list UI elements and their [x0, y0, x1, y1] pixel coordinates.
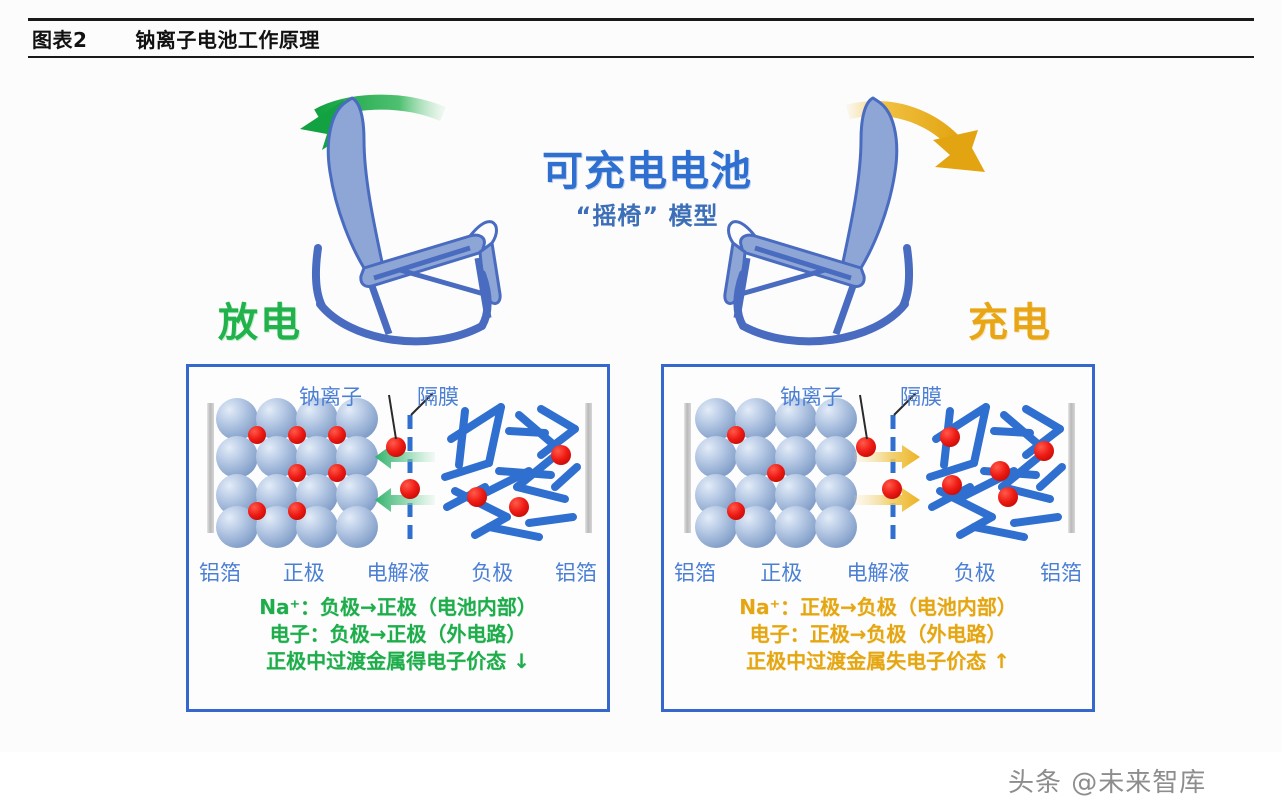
- foil-right-icon: [1068, 403, 1075, 533]
- mode-label-charge: 充电: [968, 300, 1052, 346]
- component-label-anode: 负极: [471, 561, 514, 585]
- cathode-lattice: [695, 398, 857, 548]
- foil-left-icon: [684, 403, 691, 533]
- equations-discharge: Na⁺：负极→正极（电池内部） 电子：负极→正极（外电路） 正极中过渡金属得电子…: [189, 594, 607, 674]
- sodium-ions-cathode: [727, 426, 785, 520]
- callout-leader-separator: [410, 392, 434, 416]
- component-label-foil-left: 铝箔: [199, 561, 241, 585]
- rocking-chair-tilt-right: [723, 96, 914, 346]
- battery-schematic-charge: [684, 392, 1075, 548]
- cathode-lattice: [216, 398, 378, 548]
- component-label-electrolyte: 电解液: [366, 561, 430, 585]
- component-label-foil-left: 铝箔: [674, 561, 716, 585]
- figure-title: 钠离子电池工作原理: [135, 28, 320, 52]
- equation-line: 正极中过渡金属得电子价态 ↓: [266, 648, 530, 673]
- foil-left-icon: [207, 403, 214, 533]
- green-curved-arrow-left: [300, 94, 446, 150]
- callout-label-separator: 隔膜: [900, 385, 942, 409]
- component-labels-discharge: 铝箔 正极 电解液 负极 铝箔: [189, 557, 607, 587]
- component-label-foil-right: 铝箔: [1040, 561, 1082, 585]
- diagram-stage: 可充电电池 “摇椅” 模型 放电 充电: [0, 62, 1282, 798]
- component-labels-charge: 铝箔 正极 电解液 负极 铝箔: [664, 557, 1092, 587]
- equations-charge: Na⁺：正极→负极（电池内部） 电子：正极→负极（外电路） 正极中过渡金属失电子…: [664, 594, 1092, 674]
- equation-line: 正极中过渡金属失电子价态 ↑: [746, 648, 1010, 673]
- callout-label-separator: 隔膜: [417, 385, 459, 409]
- component-label-foil-right: 铝箔: [555, 561, 597, 585]
- ion-flow-arrows: [854, 445, 920, 512]
- figure-header: 图表2 钠离子电池工作原理: [28, 18, 1254, 58]
- ion-flow-arrows: [375, 445, 435, 512]
- hero-title: 可充电电池: [542, 147, 752, 195]
- component-label-electrolyte: 电解液: [846, 561, 910, 585]
- component-label-cathode: 正极: [282, 561, 325, 585]
- equation-line: 电子：负极→正极（外电路）: [269, 621, 527, 646]
- callout-leader-ion: [859, 394, 868, 440]
- callout-leader-separator: [893, 392, 917, 416]
- rocking-chair-illustration: [300, 94, 985, 346]
- figure-number: 图表2: [32, 28, 88, 52]
- equation-line: Na⁺：正极→负极（电池内部）: [739, 595, 1017, 619]
- sodium-ion-moving: [882, 479, 902, 499]
- callout-leader-ion: [388, 394, 397, 440]
- sodium-ion-moving: [856, 437, 876, 457]
- component-label-cathode: 正极: [760, 561, 803, 585]
- rocking-chair-tilt-left: [311, 96, 502, 346]
- anode-carbon-network: [926, 403, 1066, 541]
- equation-line: 电子：正极→负极（外电路）: [749, 621, 1007, 646]
- sodium-ion-moving: [400, 479, 420, 499]
- hero-subtitle: “摇椅” 模型: [575, 202, 719, 230]
- callout-label-sodium-ion: 钠离子: [780, 385, 843, 409]
- foil-right-icon: [585, 403, 592, 533]
- panel-charge: 钠离子 隔膜 铝箔 正极 电解液 负极 铝箔 Na⁺：正极→负极（电池内部） 电…: [661, 364, 1095, 712]
- sodium-ions-anode: [467, 445, 571, 517]
- battery-schematic-discharge: [207, 392, 592, 548]
- component-label-anode: 负极: [953, 561, 996, 585]
- sodium-ion-moving: [386, 437, 406, 457]
- sodium-ions-anode: [940, 427, 1054, 507]
- mode-label-discharge: 放电: [218, 300, 302, 346]
- sodium-ions-cathode: [248, 426, 346, 520]
- watermark: 头条 @未来智库: [1008, 768, 1207, 798]
- panel-discharge: 钠离子 隔膜 铝箔 正极 电解液 负极 铝箔 Na⁺：负极→正极（电池内部） 电…: [186, 364, 610, 712]
- equation-line: Na⁺：负极→正极（电池内部）: [259, 595, 537, 619]
- anode-carbon-network: [441, 403, 581, 541]
- callout-label-sodium-ion: 钠离子: [299, 385, 362, 409]
